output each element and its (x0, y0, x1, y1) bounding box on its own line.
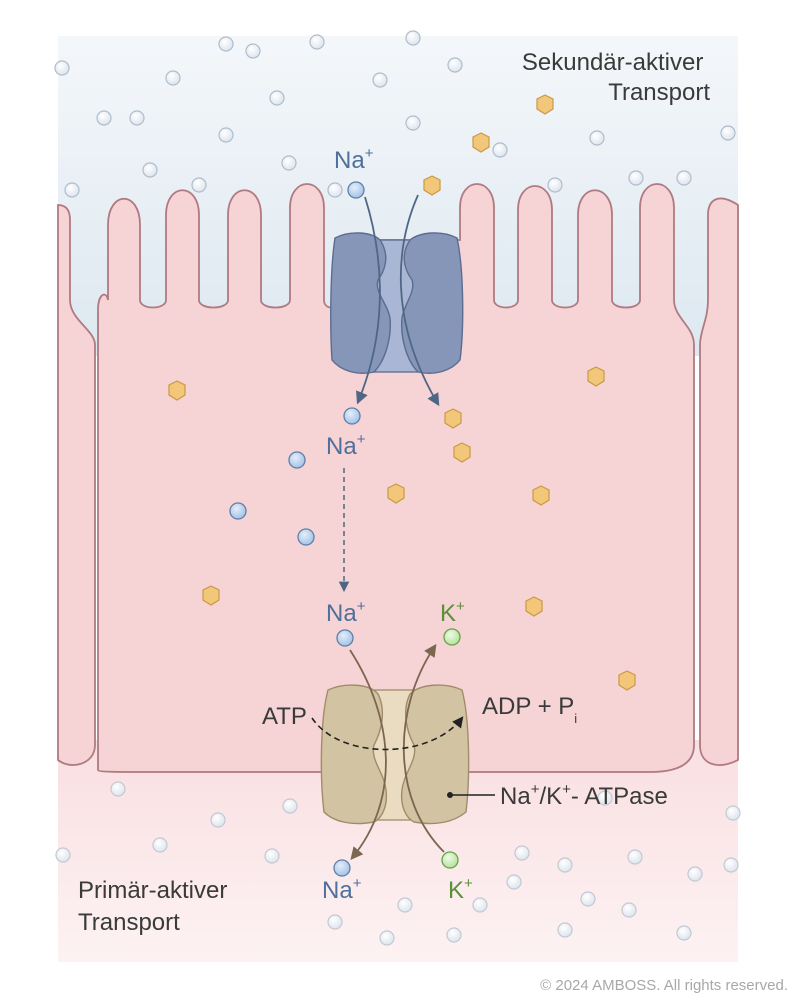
na-ion-pump-in (336, 629, 354, 647)
na-label-pump-in: Na+ (326, 598, 366, 627)
intracellular-glucose (168, 366, 636, 691)
adp-label: ADP + Pi (482, 693, 577, 726)
cotransporter-protein (330, 232, 464, 374)
na-efflux-arrow (349, 649, 387, 860)
k-ion-bottom (441, 851, 459, 869)
lumen-glucose (423, 94, 554, 196)
na-label-mid: Na+ (326, 431, 366, 460)
atpase-label: Na+/K+- ATPase (500, 781, 668, 810)
k-influx-arrow (402, 643, 445, 853)
na-ion-bottom (333, 859, 351, 877)
copyright: © 2024 AMBOSS. All rights reserved. (540, 977, 788, 994)
cell-center (97, 183, 695, 773)
cell-left (57, 204, 96, 766)
atp-hydrolysis-arrow (311, 716, 464, 751)
atp-label: ATP (262, 703, 307, 730)
atpase-protein (320, 684, 470, 825)
na-label-bottom: Na+ (322, 875, 362, 904)
glucose-cotransport-arrow (399, 194, 440, 407)
na-label-top: Na+ (334, 145, 374, 174)
na-ion-top (347, 181, 365, 199)
intracellular-sodium (229, 407, 361, 546)
primary-transport-title: Primär-aktiver Transport (78, 877, 234, 936)
k-label-bottom: K+ (448, 875, 473, 904)
na-cotransport-arrow (356, 196, 381, 405)
k-label-pump-in: K+ (440, 598, 465, 627)
lumen-particles (54, 30, 736, 198)
cell-right (699, 197, 739, 766)
secondary-transport-title: Sekundär-aktiver Transport (522, 49, 710, 106)
interstitial-particles (55, 781, 741, 946)
atpase-pointer-dot (447, 792, 453, 798)
k-ion-pump-in (443, 628, 461, 646)
